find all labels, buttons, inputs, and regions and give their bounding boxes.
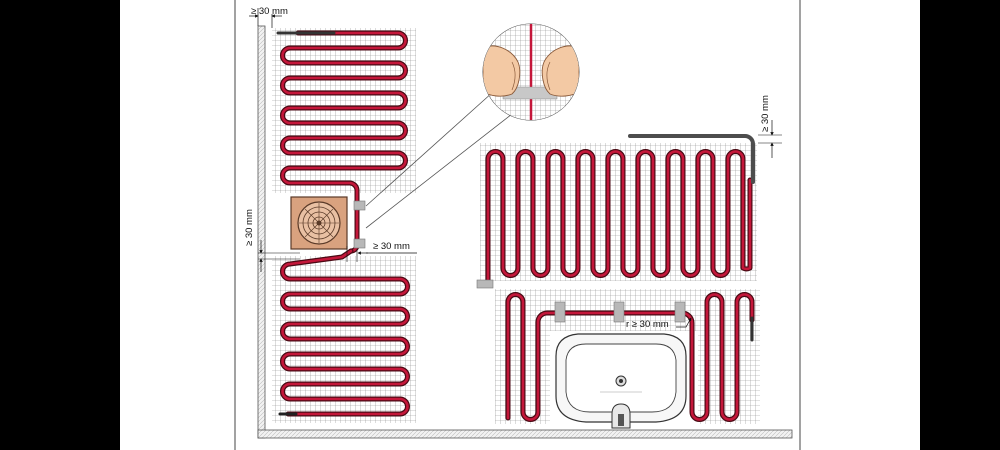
heating-cable-left-bottom (278, 248, 410, 417)
diagram-canvas: ≥ 30 mm ≥ 30 mm ≥ 30 mm (120, 0, 920, 450)
fixing-tape (476, 279, 494, 289)
fixing-tape (353, 200, 366, 211)
room-outline (234, 0, 801, 450)
left-wall (257, 25, 266, 439)
dimension-label: ≥ 30 mm (760, 95, 771, 132)
fixing-tape (554, 301, 566, 323)
dimension-label: ≥ 30 mm (373, 241, 410, 252)
ventilation-fan-icon (290, 196, 348, 250)
radius-annotation: r ≥ 30 mm (626, 317, 692, 330)
heating-cable-left-top (276, 30, 408, 254)
dimension-label: ≥ 30 mm (244, 209, 255, 246)
dimension-left-side: ≥ 30 mm (244, 209, 300, 272)
dimension-top-left: ≥ 30 mm (249, 6, 288, 28)
dimension-label: ≥ 30 mm (251, 6, 288, 17)
radius-label: r ≥ 30 mm (626, 319, 669, 330)
magnified-hands-cutting-mesh-icon (482, 23, 580, 121)
fixing-tape (674, 301, 686, 323)
fixing-tape (613, 301, 625, 323)
dimension-right-top: ≥ 30 mm (758, 95, 782, 158)
floor (257, 429, 793, 439)
heating-cable-right-top (485, 134, 755, 284)
callout-lines (365, 91, 513, 229)
heating-cable-right-bottom (505, 292, 755, 422)
heating-mat-installation-diagram: ≥ 30 mm ≥ 30 mm ≥ 30 mm (234, 0, 801, 450)
fixing-tape (353, 238, 366, 249)
dimension-fan: ≥ 30 mm (346, 241, 417, 262)
washbasin-icon (555, 333, 687, 429)
